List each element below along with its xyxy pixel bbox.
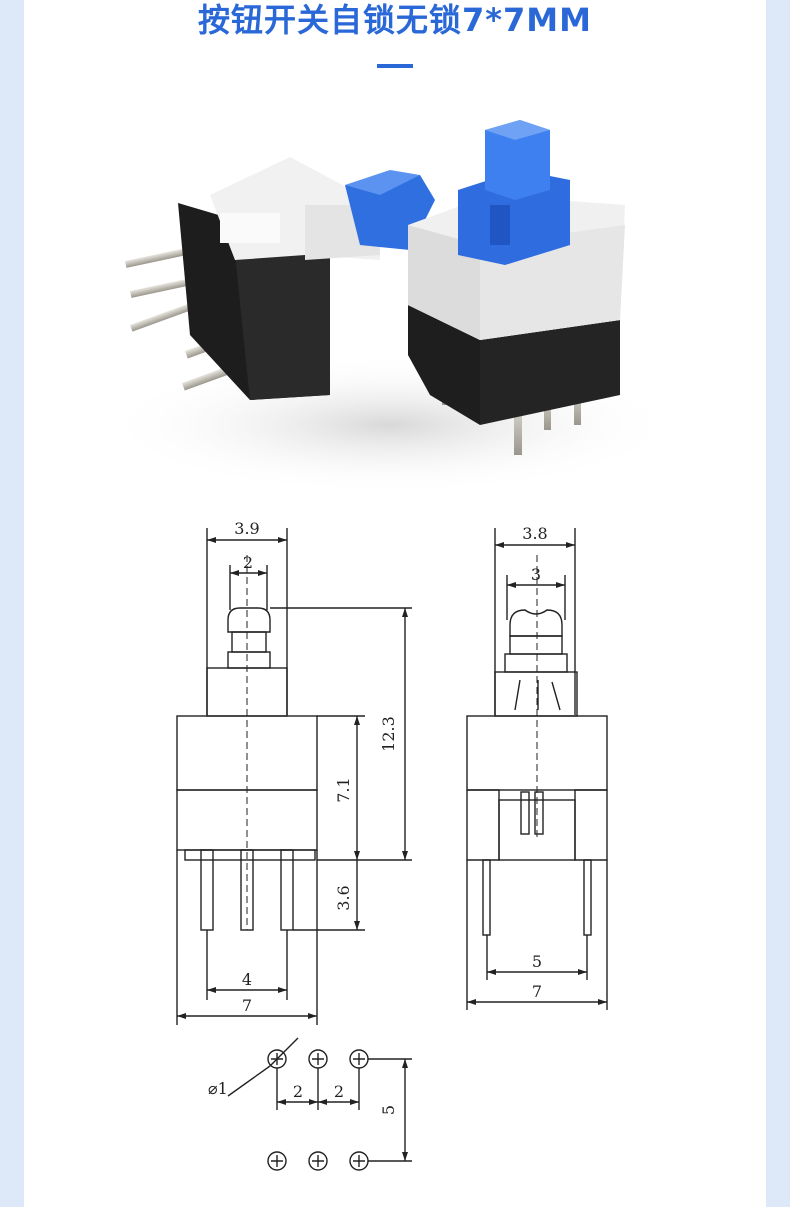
title-underline [377,64,413,68]
product-photo [100,120,680,495]
switch-right [408,120,625,455]
dimension-arrows [177,537,607,1161]
dim-pin-span: 4 [242,970,252,989]
dim-side-top-width: 3.8 [522,524,547,543]
dim-pitch-2: 2 [334,1082,344,1101]
dim-pin-length: 3.6 [334,885,353,910]
dim-side-cap-width: 3 [531,565,541,584]
dim-side-body-width: 7 [532,982,542,1001]
dim-top-width: 3.9 [234,519,259,538]
front-view [176,528,412,1025]
dim-body-width: 7 [242,996,252,1015]
page-title: 按钮开关自锁无锁7*7MM [198,1,592,39]
side-view [466,528,608,1010]
dim-body-height: 7.1 [334,777,353,802]
dimension-drawing: 3.9 2 12.3 7.1 3.6 4 7 3.8 3 5 7 ⌀1 2 2 … [176,519,608,1171]
pcb-footprint [227,1037,412,1171]
dim-side-pin-span: 5 [532,952,542,971]
dim-row-spacing: 5 [379,1105,398,1115]
dim-cap-width: 2 [243,553,253,572]
switch-left [125,157,435,400]
dim-total-height: 12.3 [379,716,398,752]
dim-pitch-1: 2 [293,1082,303,1101]
dim-hole-diameter: ⌀1 [208,1079,228,1098]
